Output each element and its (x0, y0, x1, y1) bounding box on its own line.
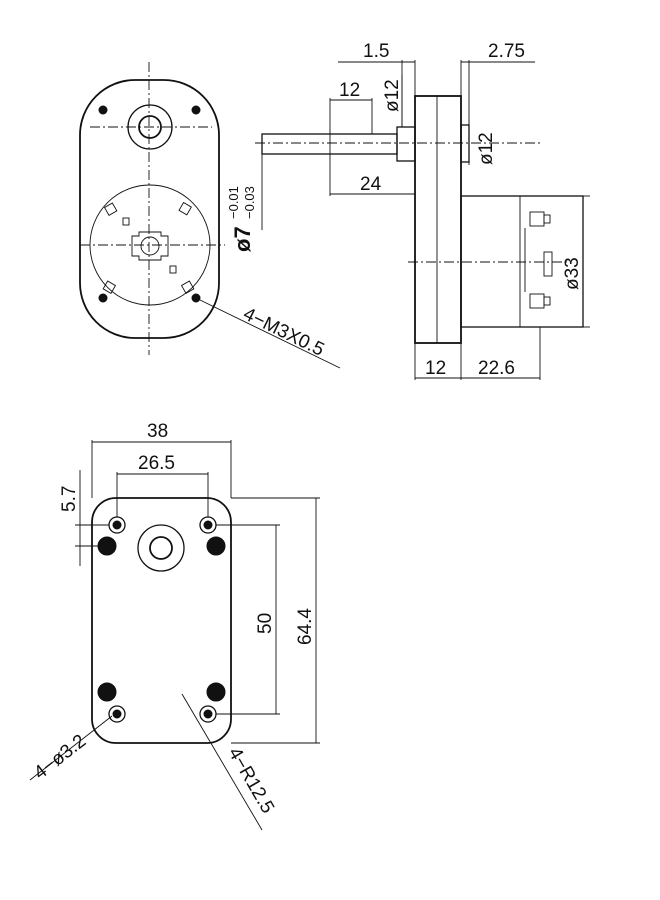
dim-5-7: 5.7 (59, 486, 80, 512)
shaft-collar (396, 126, 416, 162)
bottom-hole-tl-lower (97, 536, 117, 556)
dim-phi7-tol-lower: −0.03 (242, 186, 257, 219)
dim-50: 50 (255, 613, 276, 634)
m3-leader-line (199, 299, 341, 369)
bottom-view-housing (91, 497, 232, 744)
dim-12-bottom: 12 (425, 358, 446, 379)
bottom-hole-bl-upper (97, 682, 117, 702)
bottom-hole-bl-lower (108, 705, 126, 723)
dim-24: 24 (360, 174, 382, 195)
bottom-hole-br-lower-core (203, 709, 213, 719)
bottom-view: 38 26.5 5.7 50 64.4 4−ø3.2 4−R12.5 (29, 421, 320, 831)
front-view-housing (79, 79, 220, 339)
dim-phi12-side: ø12 (476, 132, 497, 165)
bottom-shaft-hole-inner (149, 536, 173, 560)
bottom-hole-tl-upper-core (112, 520, 122, 530)
bottom-shaft-hole-outer (137, 524, 185, 572)
bottom-hole-tr-lower (206, 536, 226, 556)
m3-label: 4−M3X0.5 (240, 304, 328, 361)
dim-phi7-tol-upper: −0.01 (226, 186, 241, 219)
dim-12-shaft: 12 (339, 80, 360, 101)
motor-tab-2 (178, 201, 192, 216)
motor-tab-3 (102, 280, 117, 294)
motor-tab-4 (180, 280, 195, 294)
terminal-center-block (543, 251, 553, 277)
dim-2-75: 2.75 (488, 41, 525, 62)
motor-hub-small-slot-2 (169, 265, 177, 274)
terminal-bottom-pin (543, 296, 551, 306)
bottom-hole-br-upper (206, 682, 226, 702)
dim-22-6: 22.6 (478, 358, 515, 379)
phi3-2-leader-line (29, 715, 113, 781)
front-screw-hole-top-right (191, 105, 201, 115)
terminal-top-pin (543, 214, 551, 224)
front-view: 4−M3X0.5 (79, 62, 341, 369)
dim-phi3-2: 4−ø3.2 (30, 731, 90, 784)
motor-outline-circle (89, 184, 211, 306)
motor-hub-core (140, 236, 160, 256)
bottom-hole-tr-upper-core (203, 520, 213, 530)
front-screw-hole-bottom-left (98, 293, 108, 303)
side-view: 1.5 2.75 12 ø12 ø12 24 ø7 −0.01 −0.03 ø3… (226, 41, 590, 380)
terminal-bottom (529, 293, 545, 309)
motor-tab-1 (103, 202, 118, 216)
bottom-hole-bl-lower-core (112, 709, 122, 719)
dim-phi7: ø7 (230, 226, 255, 252)
gearbox-body (414, 95, 462, 344)
dim-26-5: 26.5 (138, 453, 175, 474)
r12-5-leader-line (181, 693, 263, 831)
terminal-top (529, 211, 545, 227)
motor-hub-small-slot-1 (122, 217, 130, 226)
dim-1-5: 1.5 (363, 41, 389, 62)
output-shaft (261, 133, 398, 155)
front-shaft-hole-inner (138, 115, 162, 139)
dim-38: 38 (147, 421, 168, 442)
dim-phi33: ø33 (562, 257, 583, 290)
motor-hub-spline (131, 231, 169, 261)
dim-phi12-top: ø12 (382, 79, 403, 112)
dim-64-4: 64.4 (295, 608, 316, 645)
front-shaft-hole-outer (127, 104, 173, 150)
dim-r12-5: 4−R12.5 (224, 744, 278, 817)
front-screw-hole-top-left (98, 105, 108, 115)
front-screw-hole-bottom-right (191, 293, 201, 303)
gearbox-back-boss (460, 124, 470, 163)
